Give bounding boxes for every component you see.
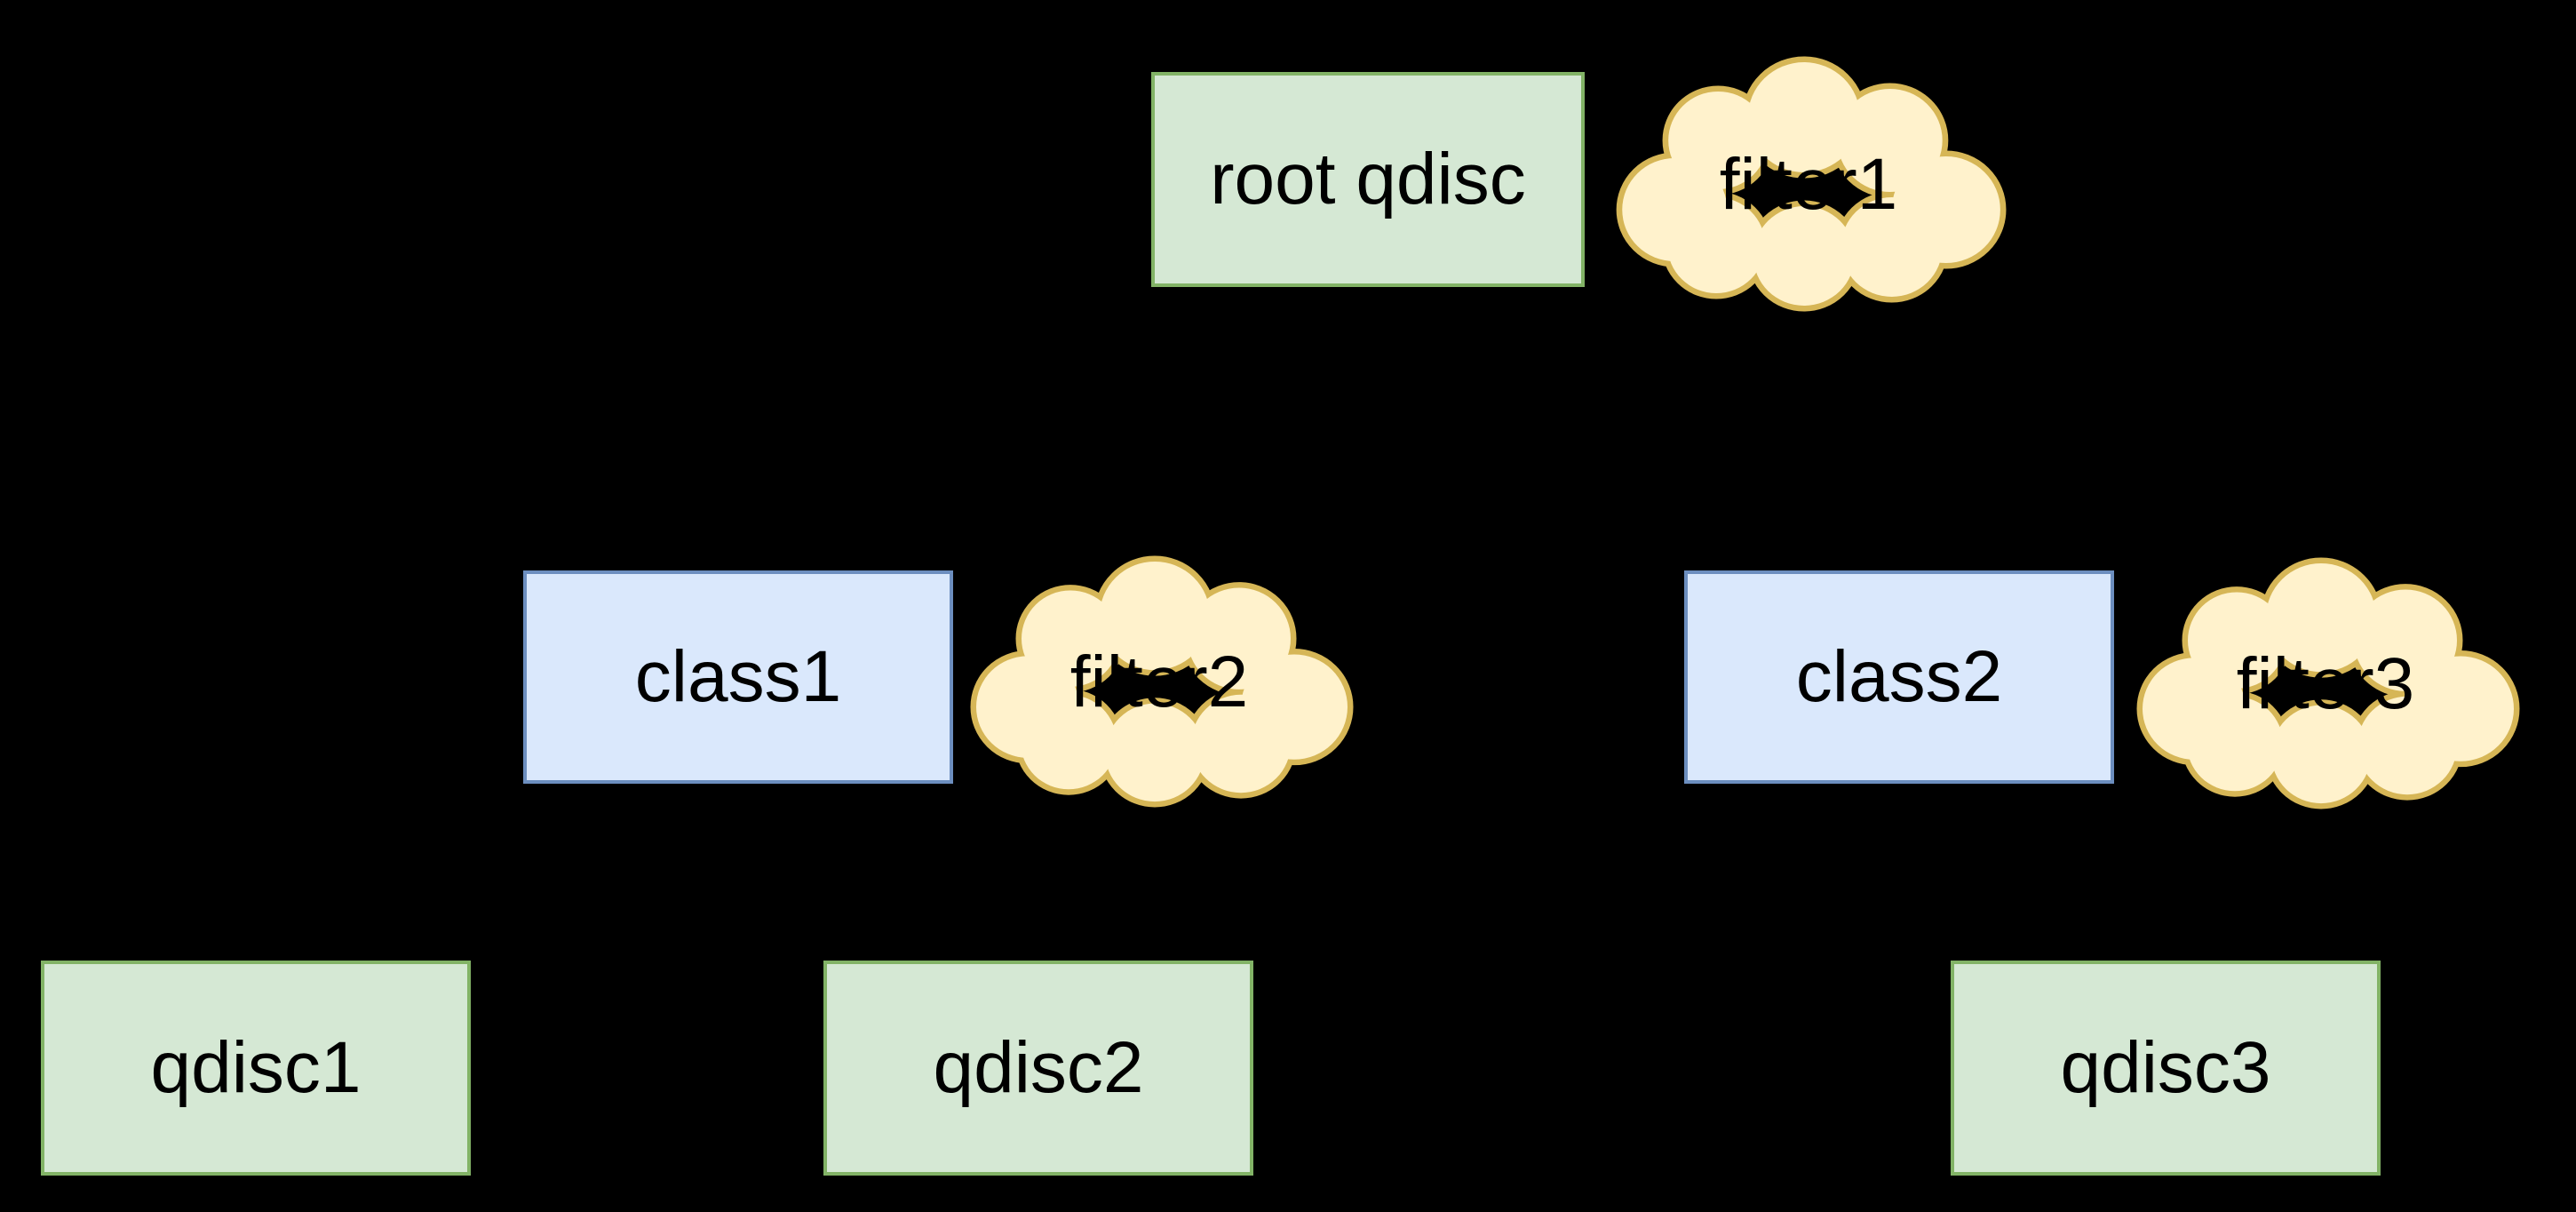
- filter3-label: filter3: [2236, 643, 2415, 724]
- filter2-label: filter2: [1069, 642, 1249, 722]
- filter1-label: filter1: [1719, 144, 1898, 225]
- node-class1: class1: [523, 570, 953, 784]
- arrow-qdisc3-to-class2: [1899, 769, 2167, 961]
- node-class2-label: class2: [1795, 636, 2003, 717]
- arrow-class2-to-root-qdisc: [1369, 274, 1900, 570]
- filter2-cloud: filter2: [964, 558, 1355, 807]
- node-qdisc1-label: qdisc1: [150, 1027, 362, 1108]
- filter1-cloud: filter1: [1610, 59, 2008, 311]
- node-qdisc2: qdisc2: [823, 961, 1253, 1176]
- node-qdisc2-label: qdisc2: [933, 1027, 1144, 1108]
- filter3-cloud: filter3: [2130, 560, 2521, 809]
- node-root-qdisc-label: root qdisc: [1210, 139, 1526, 219]
- arrow-qdisc2-to-class1: [746, 769, 1040, 961]
- node-qdisc3-label: qdisc3: [2060, 1027, 2271, 1108]
- node-root-qdisc: root qdisc: [1151, 72, 1585, 287]
- node-class2: class2: [1684, 570, 2114, 784]
- node-qdisc3: qdisc3: [1951, 961, 2381, 1176]
- arrow-qdisc1-to-class1: [255, 769, 719, 961]
- node-qdisc1: qdisc1: [41, 961, 471, 1176]
- arrow-class1-to-root-qdisc: [737, 274, 1356, 570]
- node-class1-label: class1: [634, 636, 842, 717]
